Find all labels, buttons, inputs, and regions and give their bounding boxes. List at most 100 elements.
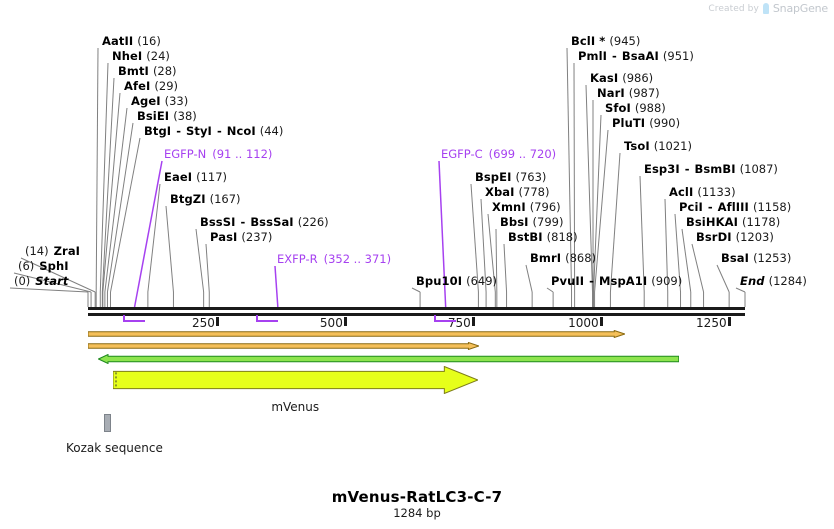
restriction-site-label-bspei[interactable]: BspEI(763) [475, 171, 546, 183]
kozak-sequence-marker[interactable] [104, 414, 112, 432]
restriction-site-label-bmri[interactable]: BmrI(868) [530, 252, 596, 264]
site-position: (909) [651, 274, 683, 288]
site-name-separator: - [608, 49, 621, 63]
enzyme-name: XmnI [492, 200, 526, 214]
site-position: (44) [259, 124, 284, 138]
restriction-site-label-nari[interactable]: NarI(987) [597, 87, 660, 99]
primer-range: (699 .. 720) [488, 147, 557, 161]
site-position: (0) [14, 274, 31, 288]
site-position: (28) [152, 64, 177, 78]
restriction-site-label-pluti[interactable]: PluTI(990) [612, 117, 680, 129]
restriction-site-label-bsssi[interactable]: BssSI - BssSaI(226) [200, 216, 329, 228]
axis-tick [343, 317, 347, 326]
restriction-site-label-bsihkai[interactable]: BsiHKAI(1178) [686, 216, 780, 228]
primer-label-egfp-c[interactable]: EGFP-C(699 .. 720) [441, 148, 556, 160]
axis-tick-label: 250 [192, 316, 215, 330]
enzyme-name: BbsI [500, 215, 529, 229]
restriction-site-label-bstbi[interactable]: BstBI(818) [508, 231, 578, 243]
restriction-site-label-pmli[interactable]: PmlI - BsaAI(951) [578, 50, 694, 62]
feature-track-track-orange-2[interactable] [88, 342, 480, 350]
site-position: (988) [634, 101, 666, 115]
restriction-site-label-xbai[interactable]: XbaI(778) [485, 186, 549, 198]
restriction-site-label-end[interactable]: End(1284) [740, 275, 807, 287]
primer-label-egfp-n[interactable]: EGFP-N(91 .. 112) [164, 148, 272, 160]
restriction-site-label-bsrdi[interactable]: BsrDI(1203) [696, 231, 774, 243]
axis-tick-label: 750 [447, 316, 471, 330]
restriction-site-label-btgzi[interactable]: BtgZI(167) [170, 193, 241, 205]
restriction-site-label-bbsi[interactable]: BbsI(799) [500, 216, 563, 228]
enzyme-name: PluTI [612, 116, 646, 130]
kozak-sequence-label: Kozak sequence [66, 441, 163, 455]
ruler-bar-bottom [88, 313, 745, 316]
site-position: (1203) [735, 230, 774, 244]
enzyme-name: AflIII [717, 200, 749, 214]
enzyme-name: BmtI [118, 64, 149, 78]
enzyme-name: PmlI [578, 49, 608, 63]
enzyme-name: BclI * [571, 34, 606, 48]
site-position: (778) [518, 185, 550, 199]
site-position: (763) [515, 170, 547, 184]
feature-track-track-orange-1[interactable] [88, 330, 626, 338]
restriction-site-label-pcii[interactable]: PciI - AflIII(1158) [679, 201, 791, 213]
restriction-site-label-afei[interactable]: AfeI(29) [124, 80, 178, 92]
restriction-site-label-aatii[interactable]: AatII(16) [102, 35, 161, 47]
site-name-separator: - [585, 274, 598, 288]
enzyme-name: ZraI [53, 244, 81, 258]
primer-range: (352 .. 371) [323, 252, 392, 266]
restriction-site-label-eaei[interactable]: EaeI(117) [164, 171, 227, 183]
enzyme-name: Esp3I [644, 162, 680, 176]
restriction-site-label-kasi[interactable]: KasI(986) [590, 72, 653, 84]
restriction-site-label-start[interactable]: (0)Start [14, 275, 69, 287]
restriction-site-label-tsoi[interactable]: TsoI(1021) [624, 140, 692, 152]
primer-marker-exfp-r[interactable] [256, 315, 278, 322]
enzyme-name: Bpu10I [416, 274, 463, 288]
primer-name: EXFP-R [277, 252, 318, 266]
enzyme-name: BsmBI [694, 162, 736, 176]
restriction-site-label-bmti[interactable]: BmtI(28) [118, 65, 177, 77]
restriction-site-label-xmni[interactable]: XmnI(796) [492, 201, 561, 213]
enzyme-name: BspEI [475, 170, 512, 184]
restriction-site-label-nhei[interactable]: NheI(24) [112, 50, 170, 62]
enzyme-name: TsoI [624, 139, 650, 153]
enzyme-name: BsiEI [137, 109, 170, 123]
site-position: (167) [209, 192, 241, 206]
restriction-site-label-btgi[interactable]: BtgI - StyI - NcoI(44) [144, 125, 283, 137]
feature-track-track-mvenus[interactable] [112, 366, 478, 394]
axis-tick [471, 317, 475, 326]
axis-tick-label: 1250 [696, 316, 727, 330]
enzyme-name: BtgI [144, 124, 172, 138]
primer-marker-egfp-n[interactable] [122, 315, 146, 322]
site-position: (1178) [741, 215, 781, 229]
restriction-site-label-bsai[interactable]: BsaI(1253) [721, 252, 791, 264]
feature-track-track-green-1[interactable] [98, 354, 679, 364]
enzyme-name: BsrDI [696, 230, 732, 244]
enzyme-name: NheI [112, 49, 143, 63]
enzyme-name: StyI [185, 124, 212, 138]
restriction-site-label-agei[interactable]: AgeI(33) [131, 95, 188, 107]
enzyme-name: BsaI [721, 251, 750, 265]
enzyme-name: XbaI [485, 185, 515, 199]
ruler-bar-top [88, 307, 745, 310]
restriction-site-label-acli[interactable]: AclI(1133) [669, 186, 736, 198]
enzyme-name: PasI [210, 230, 238, 244]
snapgene-logo-icon [762, 3, 769, 14]
axis-tick [215, 317, 219, 326]
restriction-site-label-bpu10i[interactable]: Bpu10I(649) [416, 275, 497, 287]
restriction-site-label-esp3i[interactable]: Esp3I - BsmBI(1087) [644, 163, 778, 175]
restriction-site-label-zrai[interactable]: (14)ZraI [25, 245, 80, 257]
site-position: (868) [565, 251, 597, 265]
restriction-site-label-sphi[interactable]: (6)SphI [18, 260, 69, 272]
restriction-site-label-pvuii[interactable]: PvuII - MspA1I(909) [551, 275, 682, 287]
primer-marker-egfp-c[interactable] [433, 315, 457, 322]
restriction-site-label-sfoi[interactable]: SfoI(988) [605, 102, 666, 114]
restriction-site-label-bcli[interactable]: BclI *(945) [571, 35, 640, 47]
primer-label-exfp-r[interactable]: EXFP-R (352 .. 371) [277, 253, 391, 265]
enzyme-name: BmrI [530, 251, 562, 265]
site-name-separator: - [236, 215, 250, 229]
restriction-site-label-bsiei[interactable]: BsiEI(38) [137, 110, 197, 122]
axis-tick [599, 317, 603, 326]
enzyme-name: SfoI [605, 101, 631, 115]
enzyme-name: PciI [679, 200, 703, 214]
restriction-site-label-pasi[interactable]: PasI(237) [210, 231, 272, 243]
site-position: (1021) [653, 139, 692, 153]
